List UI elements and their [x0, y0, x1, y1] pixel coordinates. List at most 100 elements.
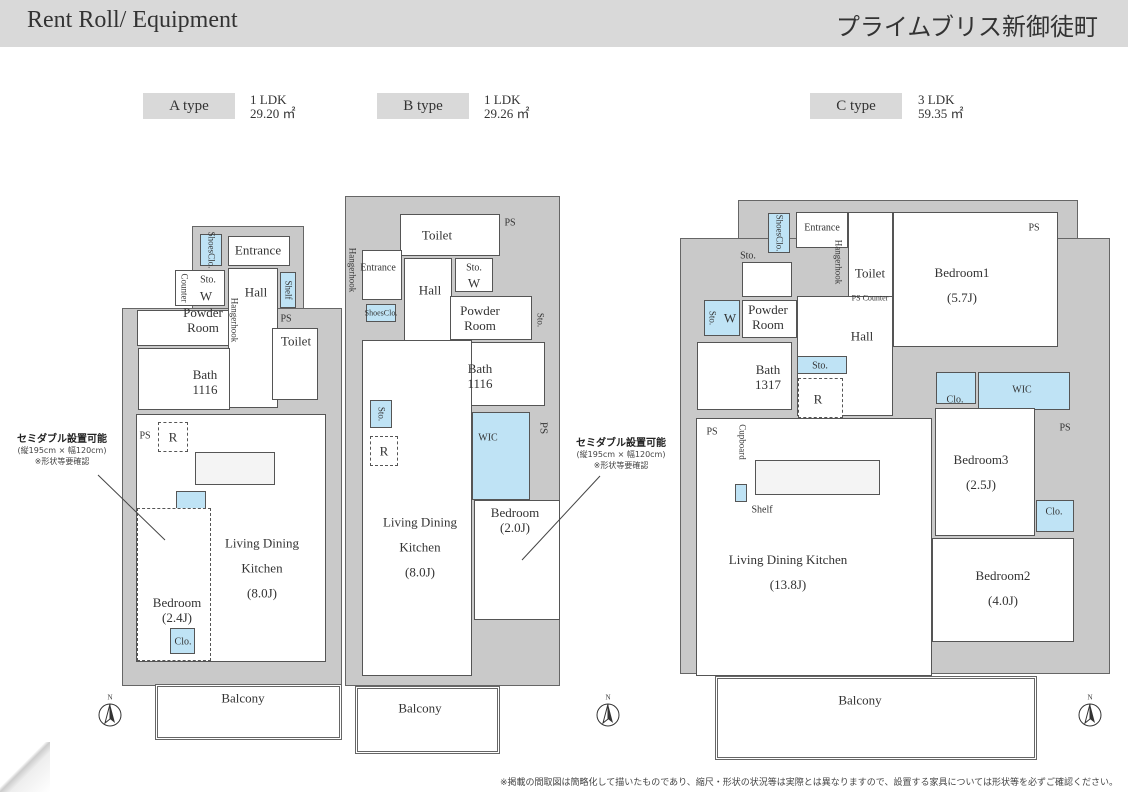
c-r-label: R [813, 391, 823, 407]
b-bath-line2: 1116 [467, 376, 493, 391]
c-bath-line1: Bath [755, 362, 781, 377]
b-bath-line1: Bath [467, 361, 493, 376]
c-bedroom3-label: Bedroom3 (2.5J) [954, 452, 1009, 492]
c-type-badge: C type [810, 93, 902, 119]
a-balcony-label: Balcony [221, 690, 265, 706]
c-hanger-label: Hangerhook [833, 239, 844, 285]
c-bedroom3-name: Bedroom3 [953, 452, 1009, 467]
b-wic-label: WIC [478, 432, 498, 444]
c-entrance-label: Entrance [804, 222, 840, 234]
b-sto2-label: Sto. [535, 312, 546, 328]
b-ps-label: PS [504, 217, 516, 229]
a-area: 29.20 ㎡ [250, 106, 296, 121]
c-shoes-label: ShoesClo. [774, 214, 785, 252]
a-ldk-line1: Living Dining [224, 535, 300, 551]
a-powder-line2: Room [187, 320, 219, 335]
c-ldk-name: Living Dining Kitchen [728, 552, 848, 567]
b-bed-note: セミダブル設置可能 (縦195cm × 幅120cm) ※形状等要確認 [576, 434, 666, 471]
page-header: Rent Roll/ Equipment プライムブリス新御徒町 [0, 0, 1128, 47]
a-bedroom-line1: Bedroom [152, 595, 202, 610]
a-sto-label: Sto. [200, 274, 216, 286]
b-sto3-label: Sto. [376, 406, 387, 422]
north-label: N [1087, 693, 1093, 702]
b-ldk-line2: Kitchen [399, 539, 441, 555]
a-powder-line1: Powder [183, 305, 223, 320]
c-bedroom3-size: (2.5J) [966, 477, 996, 492]
a-counter-label: Counter [179, 273, 190, 303]
a-layout: 1 LDK [250, 92, 287, 107]
c-balcony-label: Balcony [838, 692, 882, 708]
b-w-label: W [467, 275, 481, 291]
a-shoes-label: ShoesClo. [206, 231, 217, 269]
b-bedroom-label: Bedroom(2.0J) [491, 505, 539, 535]
footnote: ※掲載の間取図は簡略化して描いたものであり、縮尺・形状の状況等は実際とは異なりま… [499, 778, 1118, 788]
b-r-label: R [379, 443, 389, 459]
b-entrance-label: Entrance [360, 262, 396, 274]
c-bedroom1-name: Bedroom1 [934, 265, 990, 280]
a-r-label: R [168, 429, 178, 445]
c-sto-label: Sto. [740, 250, 756, 262]
note-title: セミダブル設置可能 [17, 434, 107, 445]
b-ldk-line1: Living Dining [382, 514, 458, 530]
c-bedroom1-size: (5.7J) [947, 290, 977, 305]
b-shoes-label: ShoesClo. [364, 308, 398, 318]
note-title: セミダブル設置可能 [576, 438, 666, 449]
c-clo2-label: Clo. [1045, 506, 1063, 518]
b-powder-line1: Powder [460, 303, 500, 318]
c-powder-line1: Powder [748, 302, 788, 317]
note-check: ※形状等要確認 [593, 461, 649, 470]
b-powder-line2: Room [464, 318, 496, 333]
c-ldk-label: Living Dining Kitchen (13.8J) [729, 552, 847, 592]
c-wic-label: WIC [1012, 384, 1032, 396]
c-counter-text: Counter [862, 293, 889, 303]
a-shelf-label: Shelf [283, 280, 294, 300]
north-arrow-icon [596, 703, 620, 727]
c-ps3-label: PS [1059, 422, 1071, 434]
c-toilet-label: Toilet [854, 265, 886, 281]
b-ldk-line3: (8.0J) [405, 564, 435, 580]
c-area: 59.35 ㎡ [918, 106, 964, 121]
c-ldk-size: (13.8J) [769, 577, 807, 592]
c-hall-label: Hall [850, 328, 874, 344]
note-check: ※形状等要確認 [34, 457, 90, 466]
c-bedroom2-size: (4.0J) [988, 593, 1018, 608]
c-layout: 3 LDK [918, 92, 955, 107]
a-bedroom-line2: (2.4J) [162, 610, 192, 625]
a-entrance-label: Entrance [234, 242, 282, 258]
c-sto3-label: Sto. [812, 360, 828, 372]
c-cupboard-label: Cupboard [737, 424, 748, 460]
a-ps2-label: PS [139, 430, 151, 442]
a-hanger-label: Hangerhook [229, 297, 240, 343]
c-shelf-label: Shelf [751, 504, 773, 516]
a-ps-label: PS [280, 313, 292, 325]
b-sto-label: Sto. [466, 262, 482, 274]
a-w-label: W [199, 288, 213, 304]
b-area: 29.26 ㎡ [484, 106, 530, 121]
a-bedroom-label: Bedroom(2.4J) [153, 595, 201, 625]
north-label: N [605, 693, 611, 702]
a-type-badge: A type [143, 93, 235, 119]
c-powder-line2: Room [752, 317, 784, 332]
a-bath-line2: 1116 [192, 382, 218, 397]
c-ps2-label: PS [706, 426, 718, 438]
page-title: Rent Roll/ Equipment [27, 7, 238, 33]
a-clo-label: Clo. [174, 636, 192, 648]
b-type-badge: B type [377, 93, 469, 119]
c-sto2-label: Sto. [707, 310, 718, 326]
b-bedroom-line1: Bedroom [490, 505, 540, 520]
c-bedroom1-label: Bedroom1 (5.7J) [935, 265, 990, 305]
c-w-label: W [723, 310, 737, 326]
c-clo-label: Clo. [946, 394, 964, 406]
north-label: N [107, 693, 113, 702]
